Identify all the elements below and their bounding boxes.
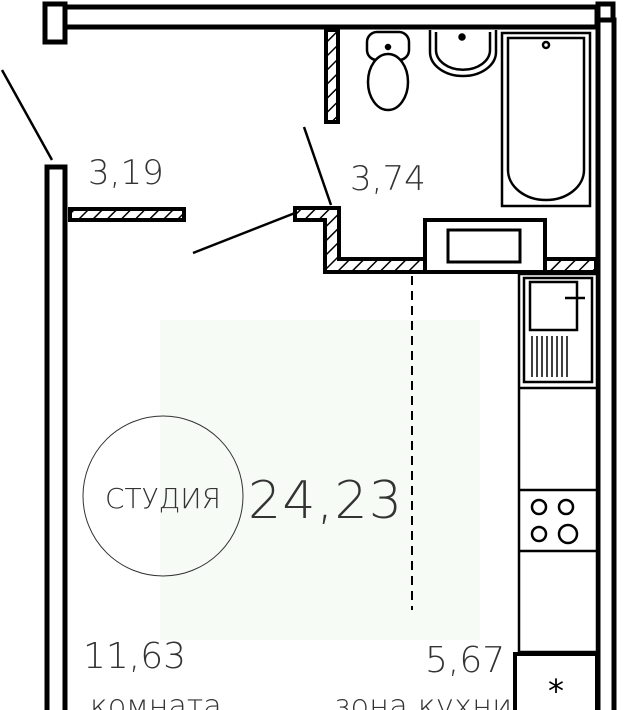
doors	[0, 69, 333, 255]
hall-area: 3,19	[88, 153, 164, 193]
kitchen-label: зона кухни	[334, 689, 512, 710]
bathtub-icon	[500, 31, 592, 208]
room-door	[192, 211, 296, 255]
left-wall	[44, 164, 68, 710]
total-area: 24,23	[248, 471, 402, 531]
bathroom-area: 3,74	[350, 159, 426, 199]
hall-partition	[68, 207, 186, 222]
partitions	[68, 28, 598, 274]
studio-badge	[82, 415, 244, 577]
room-label: комната	[90, 689, 222, 710]
room-area: 11,63	[83, 636, 186, 677]
toilet-icon	[365, 30, 411, 112]
right-wall	[595, 17, 617, 710]
kitchen-sink-icon	[522, 276, 594, 384]
highlight-area	[160, 320, 480, 640]
sink-icon	[428, 30, 498, 78]
top-left-post	[42, 1, 68, 45]
kitchen-counter: *	[513, 272, 599, 710]
fridge-icon	[513, 652, 599, 710]
bathroom-partition	[324, 28, 340, 124]
asterisk-icon: *	[548, 672, 564, 710]
stove-icon	[519, 498, 597, 553]
top-wall	[54, 4, 600, 30]
bathroom-fixtures	[365, 30, 592, 208]
bathroom-door	[302, 126, 333, 206]
entrance-door	[0, 69, 54, 161]
studio-label: СТУДИЯ	[105, 482, 221, 515]
kitchen-area: 5,67	[425, 640, 505, 681]
